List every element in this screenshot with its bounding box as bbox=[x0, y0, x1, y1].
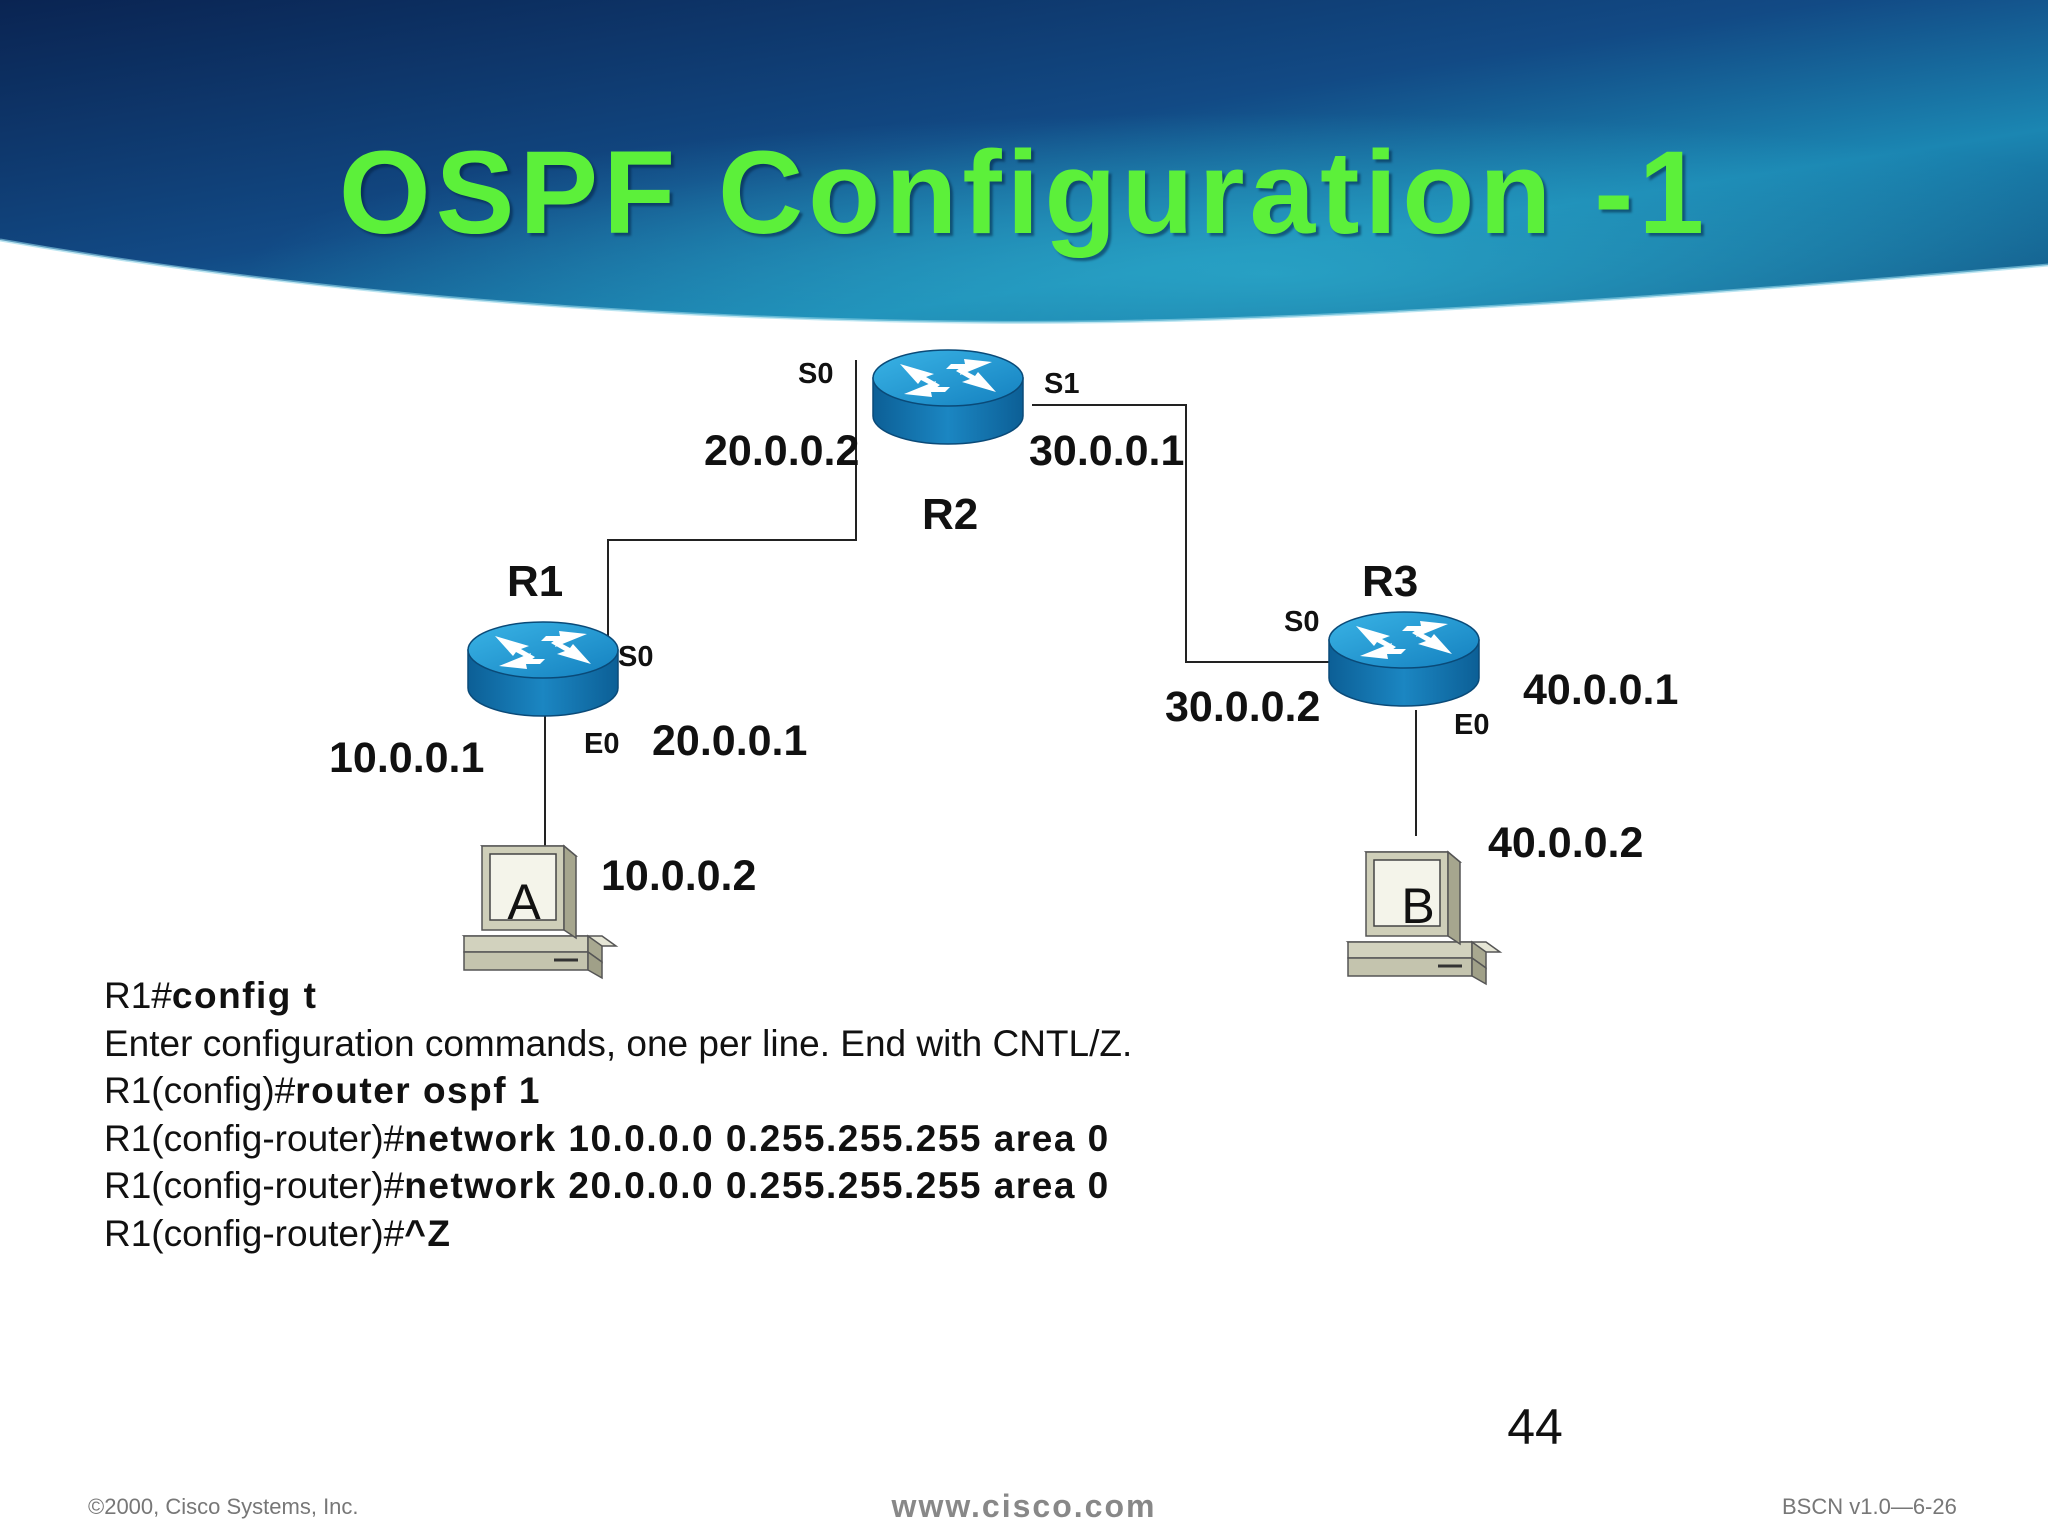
cli-line: R1(config-router)#network 10.0.0.0 0.255… bbox=[104, 1115, 1132, 1163]
r2-s0-ip: 20.0.0.2 bbox=[704, 427, 860, 475]
router-r3-name: R3 bbox=[1362, 557, 1419, 606]
r3-port-e0: E0 bbox=[1454, 709, 1490, 741]
r1-port-e0: E0 bbox=[584, 728, 620, 760]
r3-s0-ip: 30.0.0.2 bbox=[1165, 683, 1321, 731]
r1-e0-ip: 10.0.0.1 bbox=[329, 734, 485, 782]
r1-s0-ip: 20.0.0.1 bbox=[652, 717, 808, 765]
cli-command: network 20.0.0.0 0.255.255.255 area 0 bbox=[404, 1165, 1110, 1206]
cli-line: R1(config)#router ospf 1 bbox=[104, 1067, 1132, 1115]
footer-website: www.cisco.com bbox=[891, 1488, 1157, 1524]
cli-prompt: R1(config)# bbox=[104, 1070, 296, 1111]
cli-command: router ospf 1 bbox=[295, 1070, 541, 1111]
footer-course-code: BSCN v1.0—6-26 bbox=[1782, 1494, 1957, 1519]
host-b-label: B bbox=[1401, 878, 1435, 934]
page-number: 44 bbox=[1507, 1399, 1563, 1455]
router-icon bbox=[1328, 611, 1480, 707]
r2-s1-ip: 30.0.0.1 bbox=[1029, 427, 1185, 475]
host-b-ip: 40.0.0.2 bbox=[1488, 819, 1644, 867]
router-icon bbox=[872, 349, 1024, 445]
host-a-label: A bbox=[507, 874, 541, 930]
r1-port-s0: S0 bbox=[618, 641, 654, 673]
cli-prompt: R1(config-router)# bbox=[104, 1117, 405, 1159]
router-icon bbox=[467, 621, 619, 717]
cli-command: config t bbox=[171, 975, 318, 1016]
title-banner bbox=[0, 0, 2048, 324]
host-a-ip: 10.0.0.2 bbox=[601, 852, 757, 900]
cli-prompt: R1(config-router)# bbox=[104, 1165, 405, 1206]
cli-command: network 10.0.0.0 0.255.255.255 area 0 bbox=[404, 1117, 1110, 1159]
cli-prompt: Enter configuration commands, one per li… bbox=[104, 1022, 1133, 1064]
cli-command: ^Z bbox=[404, 1212, 452, 1254]
link-r1-r2 bbox=[607, 360, 857, 660]
router-r1-name: R1 bbox=[507, 557, 564, 606]
slide-title: OSPF Configuration -1 bbox=[338, 127, 1710, 259]
cli-prompt: R1(config-router)# bbox=[104, 1212, 405, 1254]
cli-line: Enter configuration commands, one per li… bbox=[104, 1020, 1132, 1068]
r3-e0-ip: 40.0.0.1 bbox=[1523, 666, 1679, 714]
cli-prompt: R1# bbox=[104, 975, 172, 1016]
cli-line: R1(config-router)#^Z bbox=[104, 1210, 1132, 1258]
cli-transcript: R1#config t Enter configuration commands… bbox=[104, 972, 1132, 1257]
r2-port-s1: S1 bbox=[1044, 368, 1080, 400]
r2-port-s0: S0 bbox=[798, 358, 834, 390]
router-r2-name: R2 bbox=[922, 490, 979, 539]
cli-line: R1(config-router)#network 20.0.0.0 0.255… bbox=[104, 1162, 1132, 1210]
footer-copyright: ©2000, Cisco Systems, Inc. bbox=[88, 1494, 359, 1519]
r3-port-s0: S0 bbox=[1284, 606, 1320, 638]
link-r2-r3 bbox=[1032, 404, 1332, 663]
cli-line: R1#config t bbox=[104, 972, 1132, 1020]
